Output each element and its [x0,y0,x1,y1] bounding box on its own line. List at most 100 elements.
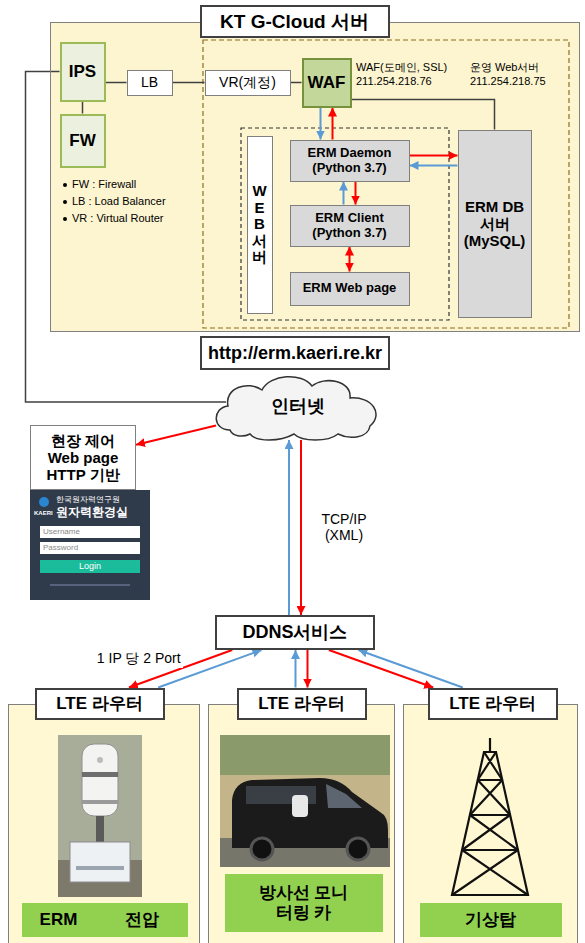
detector-band [82,800,118,804]
logo-mark [39,497,49,507]
detector-pole [96,816,104,844]
firewall-box: FW [60,114,106,168]
label-text: FW : Firewall [72,178,136,191]
ips-box: IPS [60,42,106,102]
url-box: http://erm.kaeri.re.kr [200,336,390,370]
node-text: LTE 라우터 [449,694,536,714]
device-label: 방사선 모니터링 카 [225,874,383,932]
label-text: LB : Load Balancer [72,195,166,208]
web-zone-frame [241,128,449,320]
cloud-shape [216,377,376,440]
node-text: 방사선 모니터링 카 [251,883,357,922]
login-screenshot [30,490,150,600]
screen-ground [30,490,150,600]
label: VR : Virtual Router [72,212,164,225]
edge-label: TCP/IP (XML) [311,510,377,546]
label: WAF(도메인, SSL) [356,61,447,74]
tower-antenna [489,738,491,752]
node-text: 기상탑 [465,910,516,930]
connector [320,108,322,140]
connector [343,182,345,205]
tower-frame [452,752,528,895]
node-text: WAF [308,73,346,93]
node-text: http://erm.kaeri.re.kr [208,343,382,364]
input-field [40,542,140,554]
label: Login [40,561,140,572]
sign-stripe [76,866,124,870]
label-text: 원자력환경실 [56,505,128,519]
label-text: Login [40,561,140,572]
input-field [40,526,140,538]
van-windshield [326,784,362,808]
database-box: ERM DB 서버 (MySQL) [458,130,532,318]
router-panel: LTE 라우터ERM전압 [8,704,200,943]
connector [349,247,351,272]
legend-bullets [63,183,67,221]
footer-line [50,584,130,586]
bullet [63,183,67,187]
panel-heading: KT G-Cloud 서버 [200,5,390,38]
label: 한국원자력연구원 [56,495,120,505]
router-panel: LTE 라우터방사선 모니터링 카 [208,704,395,943]
node-text: ERM Daemon (Python 3.7) [295,146,405,176]
waf-box: WAF [302,58,352,108]
detector-lamp [97,757,103,763]
router-panel-fill [403,704,578,943]
photo-ground [220,735,390,867]
node-text: LB [141,74,158,90]
label-text: WAF(도메인, SSL) [356,61,447,74]
login-button [40,560,140,573]
detector-body [82,744,118,816]
connector [26,72,227,403]
connector [288,440,290,615]
router-panel-fill [208,704,395,943]
node-text: IPS [69,62,96,82]
device-label: 기상탑 [420,903,562,937]
connector [307,650,309,688]
panel-heading: LTE 라우터 [428,688,558,720]
label-text: 한국원자력연구원 [56,495,120,505]
daemon-box: ERM Daemon (Python 3.7) [290,140,410,182]
monitoring-car-photo [220,735,390,867]
client-box: ERM Client (Python 3.7) [290,205,410,247]
van-body [232,778,388,848]
label-text: 운영 Web서버 [470,61,539,74]
server-panel-fill [50,22,580,332]
label: 운영 Web서버 [470,61,539,74]
edge-label-text: TCP/IP (XML) [313,511,375,545]
device-label: 전압 [96,903,188,937]
connector [410,155,458,157]
van-wheel [251,838,273,860]
label-text: KAERI [34,510,53,517]
load-balancer-box: LB [127,70,173,96]
node-text: ERM Client (Python 3.7) [295,211,405,241]
bullet [63,217,67,221]
connector [355,182,357,205]
web-server-box: WEB서버 [247,136,273,314]
node-text: KT G-Cloud 서버 [220,11,369,33]
node-text: WEB서버 [252,183,267,266]
router-panel-fill [8,704,200,943]
field-control-box: 현장 제어 Web page HTTP 기반 [30,425,136,490]
connector [106,82,127,84]
node-text: ERM Web page [303,281,397,296]
node-text: LTE 라우터 [258,694,345,714]
label: KAERI [34,510,53,517]
weather-tower [452,738,528,895]
connector [295,650,297,688]
internet-cloud: 인터넷 [210,372,385,440]
connector [136,426,216,445]
label-text: Username [43,527,80,537]
label-text: Password [43,543,78,553]
label: 원자력환경실 [56,505,128,519]
connector [291,82,302,84]
connector [329,650,433,688]
web-page-box: ERM Web page [290,272,410,306]
label: Password [43,543,78,553]
node-text: ERM [40,910,78,930]
detector-band [82,772,118,777]
ddns-box: DDNS서비스 [215,615,375,650]
connector [332,108,334,140]
cloud-zone-frame [203,40,569,328]
device-label: ERM [22,903,96,937]
